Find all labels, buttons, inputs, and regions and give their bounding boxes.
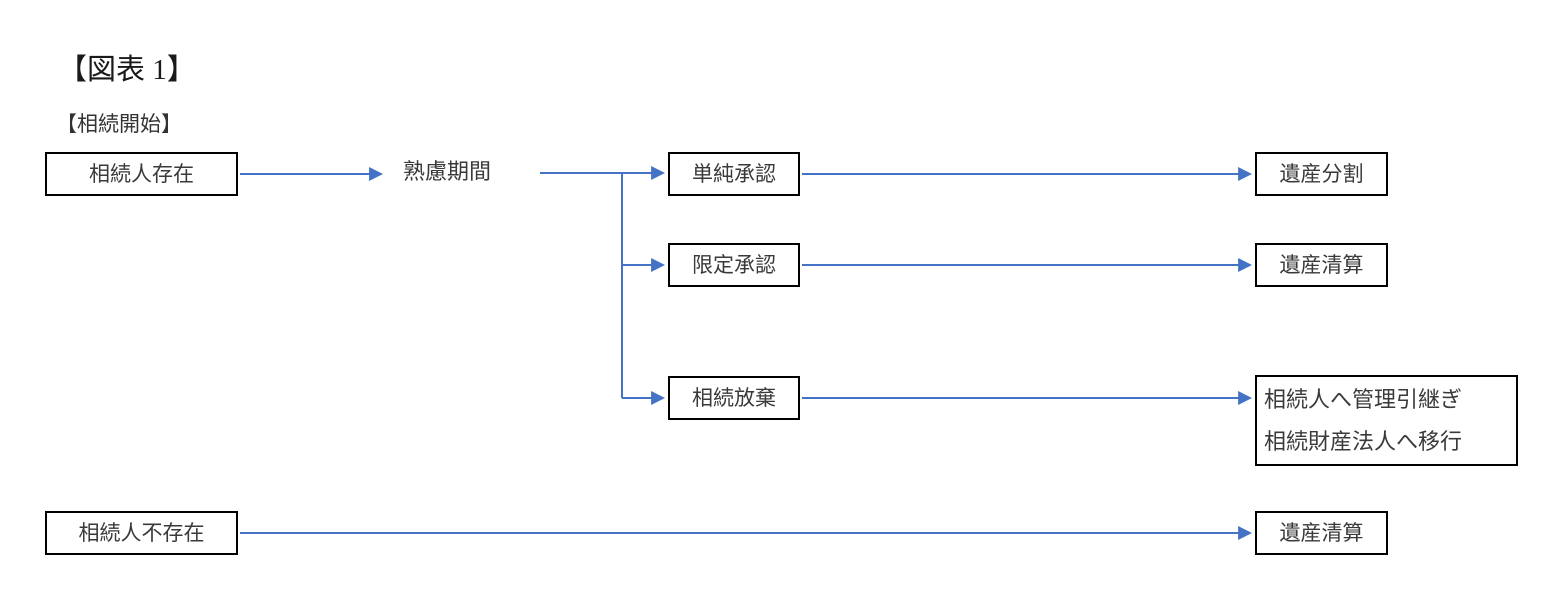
- node-renunciation: 相続放棄: [668, 376, 800, 420]
- node-limited-acceptance-label: 限定承認: [692, 252, 776, 277]
- node-renunciation-result: 相続人へ管理引継ぎ 相続財産法人へ移行: [1255, 375, 1518, 466]
- node-estate-division: 遺産分割: [1255, 152, 1388, 196]
- node-consideration-period: 熟慮期間: [403, 159, 492, 184]
- node-heir-exists-label: 相続人存在: [89, 161, 194, 186]
- node-renunciation-result-line1: 相続人へ管理引継ぎ: [1264, 386, 1463, 412]
- node-heir-exists: 相続人存在: [45, 152, 238, 196]
- node-simple-acceptance: 単純承認: [668, 152, 800, 196]
- node-renunciation-label: 相続放棄: [692, 385, 776, 410]
- node-no-heir: 相続人不存在: [45, 511, 238, 555]
- node-no-heir-label: 相続人不存在: [78, 520, 205, 545]
- node-no-heir-result-label: 遺産清算: [1279, 520, 1364, 545]
- node-estate-division-label: 遺産分割: [1279, 161, 1364, 186]
- figure-title: 【図表 1】: [58, 54, 196, 86]
- node-simple-acceptance-label: 単純承認: [692, 161, 776, 186]
- node-estate-liquidation-label: 遺産清算: [1279, 252, 1364, 277]
- section-label: 【相続開始】: [56, 112, 182, 136]
- node-renunciation-result-line2: 相続財産法人へ移行: [1264, 428, 1463, 454]
- node-no-heir-result: 遺産清算: [1255, 511, 1388, 555]
- node-estate-liquidation: 遺産清算: [1255, 243, 1388, 287]
- node-limited-acceptance: 限定承認: [668, 243, 800, 287]
